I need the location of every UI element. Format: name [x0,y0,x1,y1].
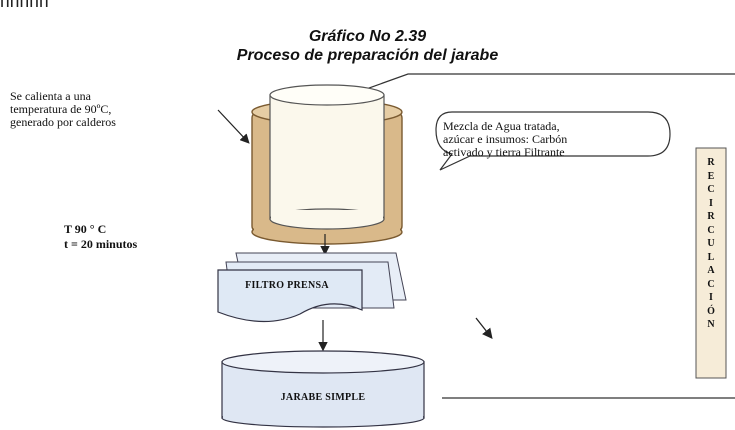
heating-arrow [217,109,250,144]
page-top-fragment: ᴨᴨᴨᴨᴨ [0,0,49,11]
recirculation-letter: U [707,238,715,249]
tank-inner-top [269,84,385,106]
time-value: t = 20 minutos [64,237,138,251]
recirculation-letter: E [707,170,715,182]
syrup-tank-top [221,350,425,374]
heating-note-line: temperatura de 90ºC, [10,102,112,116]
recirculation-frame [329,73,735,103]
recirculation-box [695,147,727,379]
filter-sheet-front [217,269,363,323]
recirculation-letter: Ó [707,305,715,317]
heating-note: Se calienta a una temperatura de 90ºC, g… [10,90,190,129]
heating-note-line: generado por calderos [10,115,116,129]
temperature-note: T 90 ° C t = 20 minutos [64,222,137,252]
recirculation-letter: I [709,292,713,303]
filter-waste-arrow [475,317,493,340]
callout-line: activado y tierra Filtrante [443,145,565,159]
recirculation-letter: R [707,157,715,168]
callout-line: Mezcla de Agua tratada, [443,119,560,133]
tank-inner-body [269,94,385,220]
filter-press-label: FILTRO PRENSA [245,280,329,291]
recirculation-letter: I [709,197,713,209]
recirculation-letter: L [707,251,715,263]
syrup-tank [221,350,425,428]
syrup-tank-label: JARABE SIMPLE [280,392,366,403]
recirculation-letter: C [707,278,715,290]
recirculation-label: R E C I R C U L A C I Ó N [703,156,719,332]
callout-line: azúcar e insumos: Carbón [443,132,568,146]
heating-tank [251,84,403,245]
recirculation-letter: C [707,224,715,236]
figure-label: Gráfico No 2.39 [308,28,427,45]
callout-bubble [435,111,671,171]
filter-press [217,252,407,323]
heating-note-line: Se calienta a una [10,89,91,103]
temperature-value: T 90 ° C [64,222,107,236]
recirculation-letter: A [707,265,715,276]
callout-text: Mezcla de Agua tratada, azúcar e insumos… [443,120,665,159]
recirculation-letter: C [707,184,715,195]
recirculation-letter: R [707,211,715,222]
figure-title: Proceso de preparación del jarabe [236,47,499,64]
recirculation-letter: N [707,319,715,330]
